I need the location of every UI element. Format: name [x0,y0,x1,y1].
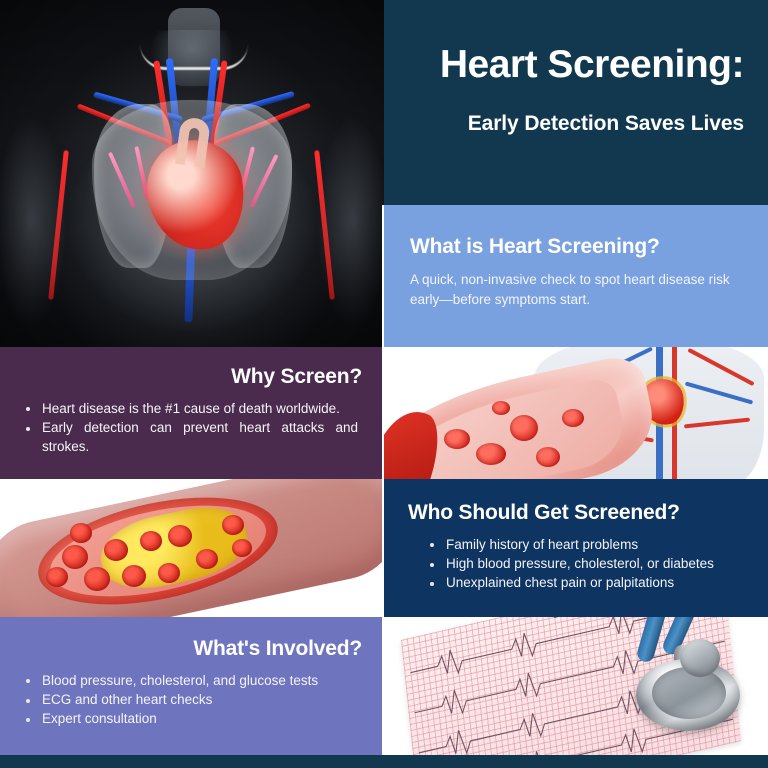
red-blood-cell [104,539,128,561]
list-item: Blood pressure, cholesterol, and glucose… [22,671,362,690]
section-body: What's Involved? Blood pressure, cholest… [0,617,384,755]
section-heading: What's Involved? [193,637,362,660]
list-item-label: Heart disease is the #1 cause of death w… [42,401,340,417]
list-item: Family history of heart problems [426,535,744,554]
red-blood-cell [492,401,510,415]
bullet-dot-icon [26,407,30,412]
section-paragraph: A quick, non-invasive check to spot hear… [410,272,730,307]
section-bullet-list: Family history of heart problems High bl… [408,535,744,592]
bullet-dot-icon [26,679,30,684]
section-why-screen: Why Screen? Heart disease is the #1 caus… [0,347,384,479]
page-title: Heart Screening: [439,43,745,86]
list-item: Unexplained chest pain or palpitations [426,573,744,592]
bullet-dot-icon [26,717,30,722]
red-blood-cell [70,523,92,543]
red-blood-cell [510,415,538,441]
bullet-dot-icon [430,562,434,567]
section-bullet-list: Blood pressure, cholesterol, and glucose… [22,671,362,728]
ecg-waveform-icon [410,617,733,755]
stethoscope-knob [680,639,720,677]
list-item-label: Early detection can prevent heart attack… [42,420,358,455]
section-body: Why Screen? Heart disease is the #1 caus… [0,347,384,479]
red-blood-cell [476,443,506,465]
bullet-dot-icon [26,426,30,431]
list-item-label: Blood pressure, cholesterol, and glucose… [42,673,319,689]
red-blood-cell [158,563,180,583]
list-item: Early detection can prevent heart attack… [22,418,362,456]
red-blood-cell [140,531,162,551]
column-gutter [382,205,384,768]
list-item-label: Expert consultation [42,711,157,727]
section-bullet-list: Heart disease is the #1 cause of death w… [22,399,362,456]
bullet-dot-icon [430,543,434,548]
section-whats-involved: What's Involved? Blood pressure, cholest… [0,617,384,755]
red-blood-cell [562,409,584,427]
bullet-dot-icon [430,581,434,586]
red-blood-cell [84,567,110,591]
red-blood-cell [46,567,68,587]
torso-anatomy-image [0,0,384,347]
red-blood-cell [196,549,218,569]
red-blood-cell [222,515,244,535]
artery-blood-cells-image [384,347,768,479]
list-item: High blood pressure, cholesterol, or dia… [426,554,744,573]
section-heading: Who Should Get Screened? [408,501,680,524]
header-text-block: Heart Screening: Early Detection Saves L… [384,0,768,205]
section-heading: What is Heart Screening? [410,235,660,258]
image-vignette [0,0,384,347]
list-item-label: Unexplained chest pain or palpitations [446,575,675,591]
section-heading: Why Screen? [231,365,362,388]
stethoscope-diaphragm [652,667,726,719]
page-subtitle: Early Detection Saves Lives [467,112,744,135]
red-blood-cell [168,525,192,547]
bullet-dot-icon [26,698,30,703]
section-body: What is Heart Screening? A quick, non-in… [384,205,768,347]
list-item-label: High blood pressure, cholesterol, or dia… [446,556,714,572]
footer-band [0,755,768,768]
red-blood-cell [122,565,146,587]
section-what-is-heart-screening: What is Heart Screening? A quick, non-in… [384,205,768,347]
ecg-stethoscope-image [384,617,768,755]
red-blood-cell [232,539,252,557]
section-body: Who Should Get Screened? Family history … [384,479,768,617]
plaque-artery-image [0,479,384,617]
red-blood-cell [62,545,88,569]
list-item-label: Family history of heart problems [446,537,639,553]
list-item-label: ECG and other heart checks [42,692,213,708]
list-item: Heart disease is the #1 cause of death w… [22,399,362,418]
section-who-should-get-screened: Who Should Get Screened? Family history … [384,479,768,617]
list-item: Expert consultation [22,709,362,728]
red-blood-cell [444,429,470,449]
list-item: ECG and other heart checks [22,690,362,709]
red-blood-cell [536,447,560,467]
